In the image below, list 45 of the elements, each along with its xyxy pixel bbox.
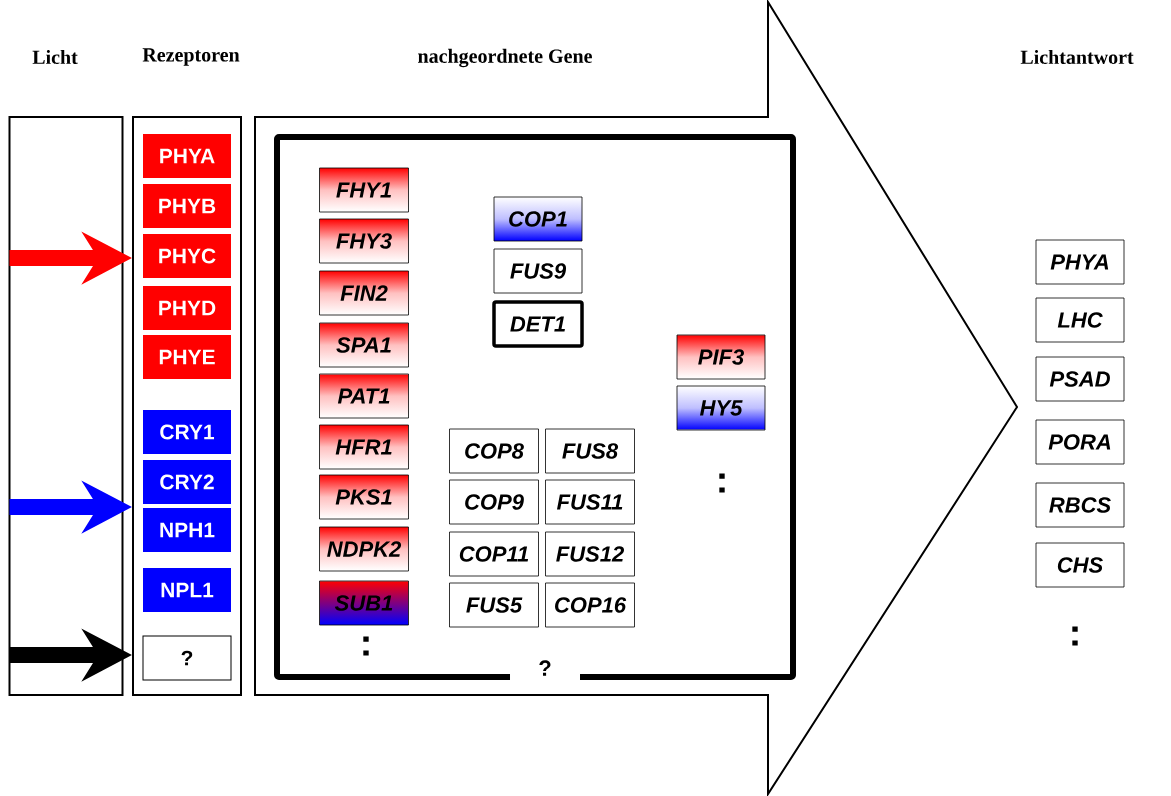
gene-box: PSAD [1035,356,1125,402]
gene-box: PAT1 [319,373,409,419]
gene-box: NDPK2 [319,526,409,572]
gene-box: LHC [1035,297,1125,343]
gene-box: FHY3 [319,218,409,264]
gene-box: FUS9 [493,248,583,294]
node-label: Rezeptoren [142,48,240,66]
receptor-box: PHYA [143,134,231,178]
column-box: Licht [8,49,124,696]
gene-box: HFR1 [319,424,409,470]
gene-box: RBCS [1035,482,1125,528]
gene-box: FUS8 [545,428,635,474]
gene-box: CHS [1035,542,1125,588]
receptor-box: NPH1 [143,508,231,552]
gene-box: FUS5 [449,582,539,628]
receptor-box: PHYD [143,286,231,330]
gene-box: PIF3 [676,334,766,380]
receptor-box: CRY1 [143,410,231,454]
receptor-box: CRY2 [143,460,231,504]
gene-box: COP8 [449,428,539,474]
gene-box: PORA [1035,419,1125,465]
receptor-box: PHYB [143,184,231,228]
receptor-box: NPL1 [143,568,231,612]
gene-box: COP16 [545,582,635,628]
gene-box: PHYA [1035,239,1125,285]
gene-box: COP11 [449,531,539,577]
receptor-box: ? [142,635,232,681]
gene-box: DET1 [492,300,584,348]
receptor-box: PHYC [143,234,231,278]
column-heading: Lichtantwort [1020,49,1134,65]
gene-box: FUS11 [545,479,635,525]
gene-box: PKS1 [319,474,409,520]
ellipsis: : [1072,626,1078,646]
gene-box: SPA1 [319,322,409,368]
gene-box: FUS12 [545,531,635,577]
receptor-box: PHYE [143,335,231,379]
node-label: Licht [32,49,78,65]
gene-box: COP1 [493,196,583,242]
gene-box: HY5 [676,385,766,431]
gene-box: FIN2 [319,270,409,316]
gene-box: COP9 [449,479,539,525]
ellipsis: : [363,636,369,656]
gene-box: SUB1 [319,580,409,626]
ellipsis: : [719,473,725,493]
gene-box: FHY1 [319,167,409,213]
